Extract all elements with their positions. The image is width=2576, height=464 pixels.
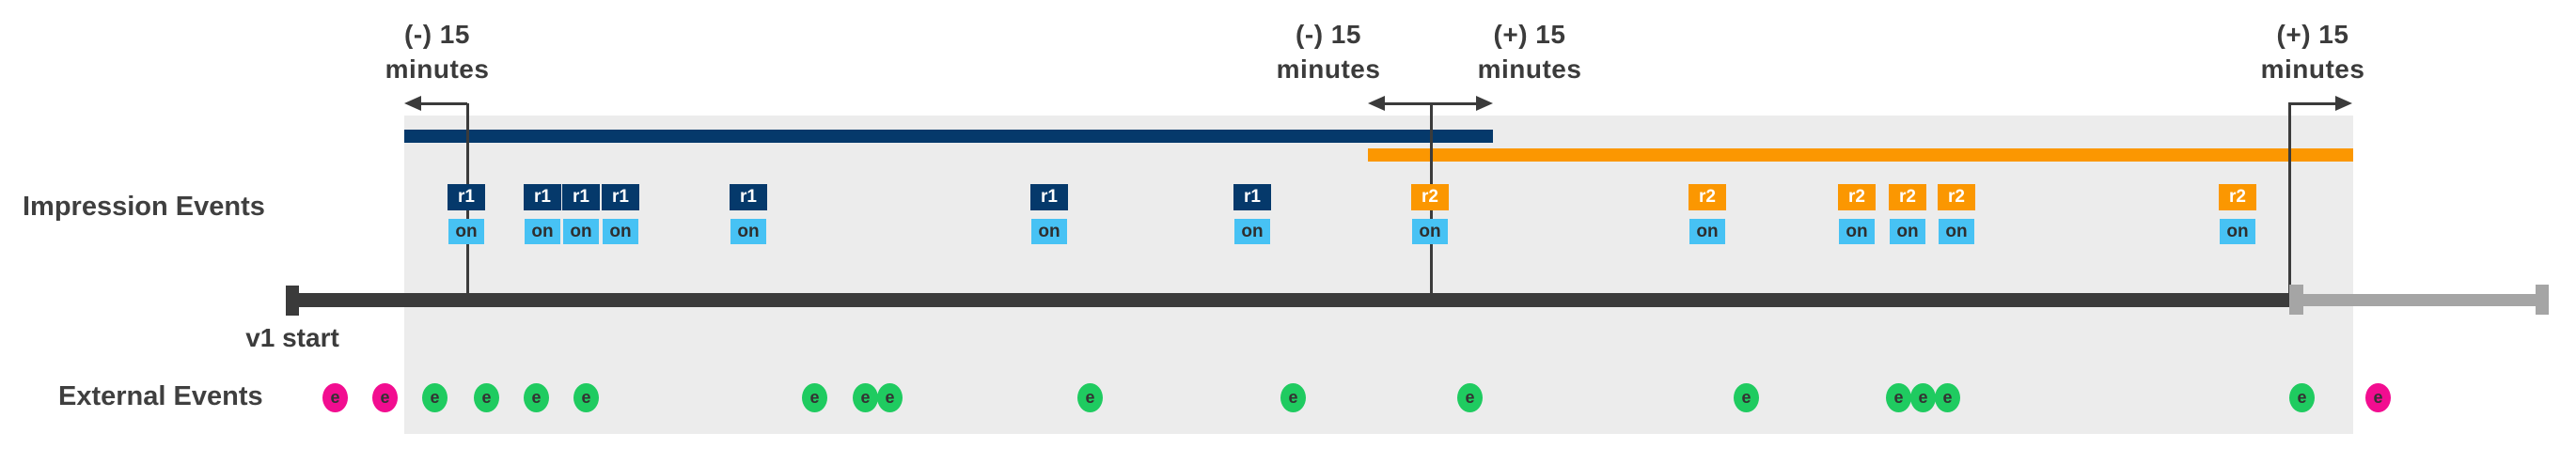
external-event-green-dot: e xyxy=(877,383,903,412)
external-event-green-dot: e xyxy=(802,383,827,412)
external-event-green-dot: e xyxy=(1935,383,1960,412)
external-event-green-dot: e xyxy=(1077,383,1103,412)
impression-events-row-label: Impression Events xyxy=(23,192,265,222)
external-event-green-dot: e xyxy=(853,383,878,412)
r2-window-bar xyxy=(1368,148,2353,162)
impression-event-on-box: on xyxy=(1839,219,1875,244)
impression-event-on-box: on xyxy=(1031,219,1067,244)
impression-event-on-box: on xyxy=(1234,219,1270,244)
external-events-row-label: External Events xyxy=(58,381,263,411)
annotation-line1: (-) 15 xyxy=(404,20,470,49)
impression-event-r2-box: r2 xyxy=(1411,184,1449,210)
impression-event-on-box: on xyxy=(563,219,599,244)
left-window-arrow-line xyxy=(417,101,467,105)
annotation-mid-plus-15: (+) 15 minutes xyxy=(1426,17,1633,86)
impression-event-on-box: on xyxy=(603,219,638,244)
annotation-mid-minus-15: (-) 15 minutes xyxy=(1225,17,1432,86)
v1-start-marker xyxy=(286,286,299,316)
annotation-line2: minutes xyxy=(1477,54,1582,84)
external-event-pink-dot: e xyxy=(372,383,398,412)
annotation-line2: minutes xyxy=(1276,54,1381,84)
impression-event-r1-box: r1 xyxy=(730,184,767,210)
external-event-green-dot: e xyxy=(474,383,499,412)
external-event-pink-dot: e xyxy=(2365,383,2391,412)
impression-event-on-box: on xyxy=(1890,219,1925,244)
impression-event-r2-box: r2 xyxy=(1889,184,1926,210)
impression-event-on-box: on xyxy=(730,219,766,244)
impression-event-on-box: on xyxy=(525,219,560,244)
impression-event-r1-box: r1 xyxy=(1233,184,1271,210)
impression-event-r2-box: r2 xyxy=(1689,184,1726,210)
impression-event-r1-box: r1 xyxy=(1030,184,1068,210)
analysis-window-panel xyxy=(404,116,2353,434)
impression-event-on-box: on xyxy=(1689,219,1725,244)
external-event-green-dot: e xyxy=(1457,383,1483,412)
v2-start-marker xyxy=(2289,285,2303,315)
impression-event-r1-box: r1 xyxy=(448,184,485,210)
annotation-line1: (+) 15 xyxy=(2276,20,2349,49)
right-window-arrow-line xyxy=(2288,101,2339,105)
annotation-line2: minutes xyxy=(2260,54,2365,84)
v2-timeline-bar xyxy=(2289,294,2549,306)
impression-event-on-box: on xyxy=(448,219,484,244)
v2-timeline-end-marker xyxy=(2536,285,2549,315)
impression-event-r2-box: r2 xyxy=(1938,184,1975,210)
external-event-green-dot: e xyxy=(1886,383,1911,412)
mid-window-arrow-head-left-icon xyxy=(1368,96,1385,111)
annotation-line2: minutes xyxy=(385,54,490,84)
external-event-green-dot: e xyxy=(1734,383,1759,412)
right-window-arrow-head-right-icon xyxy=(2335,96,2352,111)
external-event-green-dot: e xyxy=(524,383,549,412)
external-event-green-dot: e xyxy=(1280,383,1306,412)
external-event-green-dot: e xyxy=(573,383,599,412)
v1-timeline-bar xyxy=(286,293,2289,307)
impression-event-on-box: on xyxy=(1412,219,1448,244)
annotation-line1: (-) 15 xyxy=(1296,20,1361,49)
left-window-arrow-head-left-icon xyxy=(404,96,421,111)
external-event-green-dot: e xyxy=(1910,383,1936,412)
guide-v2-plus15 xyxy=(2287,103,2291,294)
external-event-green-dot: e xyxy=(2289,383,2315,412)
impression-event-r1-box: r1 xyxy=(524,184,561,210)
mid-window-arrow-head-right-icon xyxy=(1476,96,1493,111)
annotation-line1: (+) 15 xyxy=(1493,20,1566,49)
impression-event-r1-box: r1 xyxy=(562,184,600,210)
r1-window-bar xyxy=(404,130,1493,143)
v1-start-label: v1 start xyxy=(245,323,339,352)
impression-event-r2-box: r2 xyxy=(2219,184,2256,210)
impression-event-on-box: on xyxy=(1939,219,1974,244)
impression-event-r2-box: r2 xyxy=(1838,184,1876,210)
external-event-pink-dot: e xyxy=(322,383,348,412)
impression-event-on-box: on xyxy=(2220,219,2255,244)
annotation-right-plus-15: (+) 15 minutes xyxy=(2209,17,2416,86)
annotation-left-minus-15: (-) 15 minutes xyxy=(334,17,541,86)
impression-event-r1-box: r1 xyxy=(602,184,639,210)
external-event-green-dot: e xyxy=(422,383,448,412)
